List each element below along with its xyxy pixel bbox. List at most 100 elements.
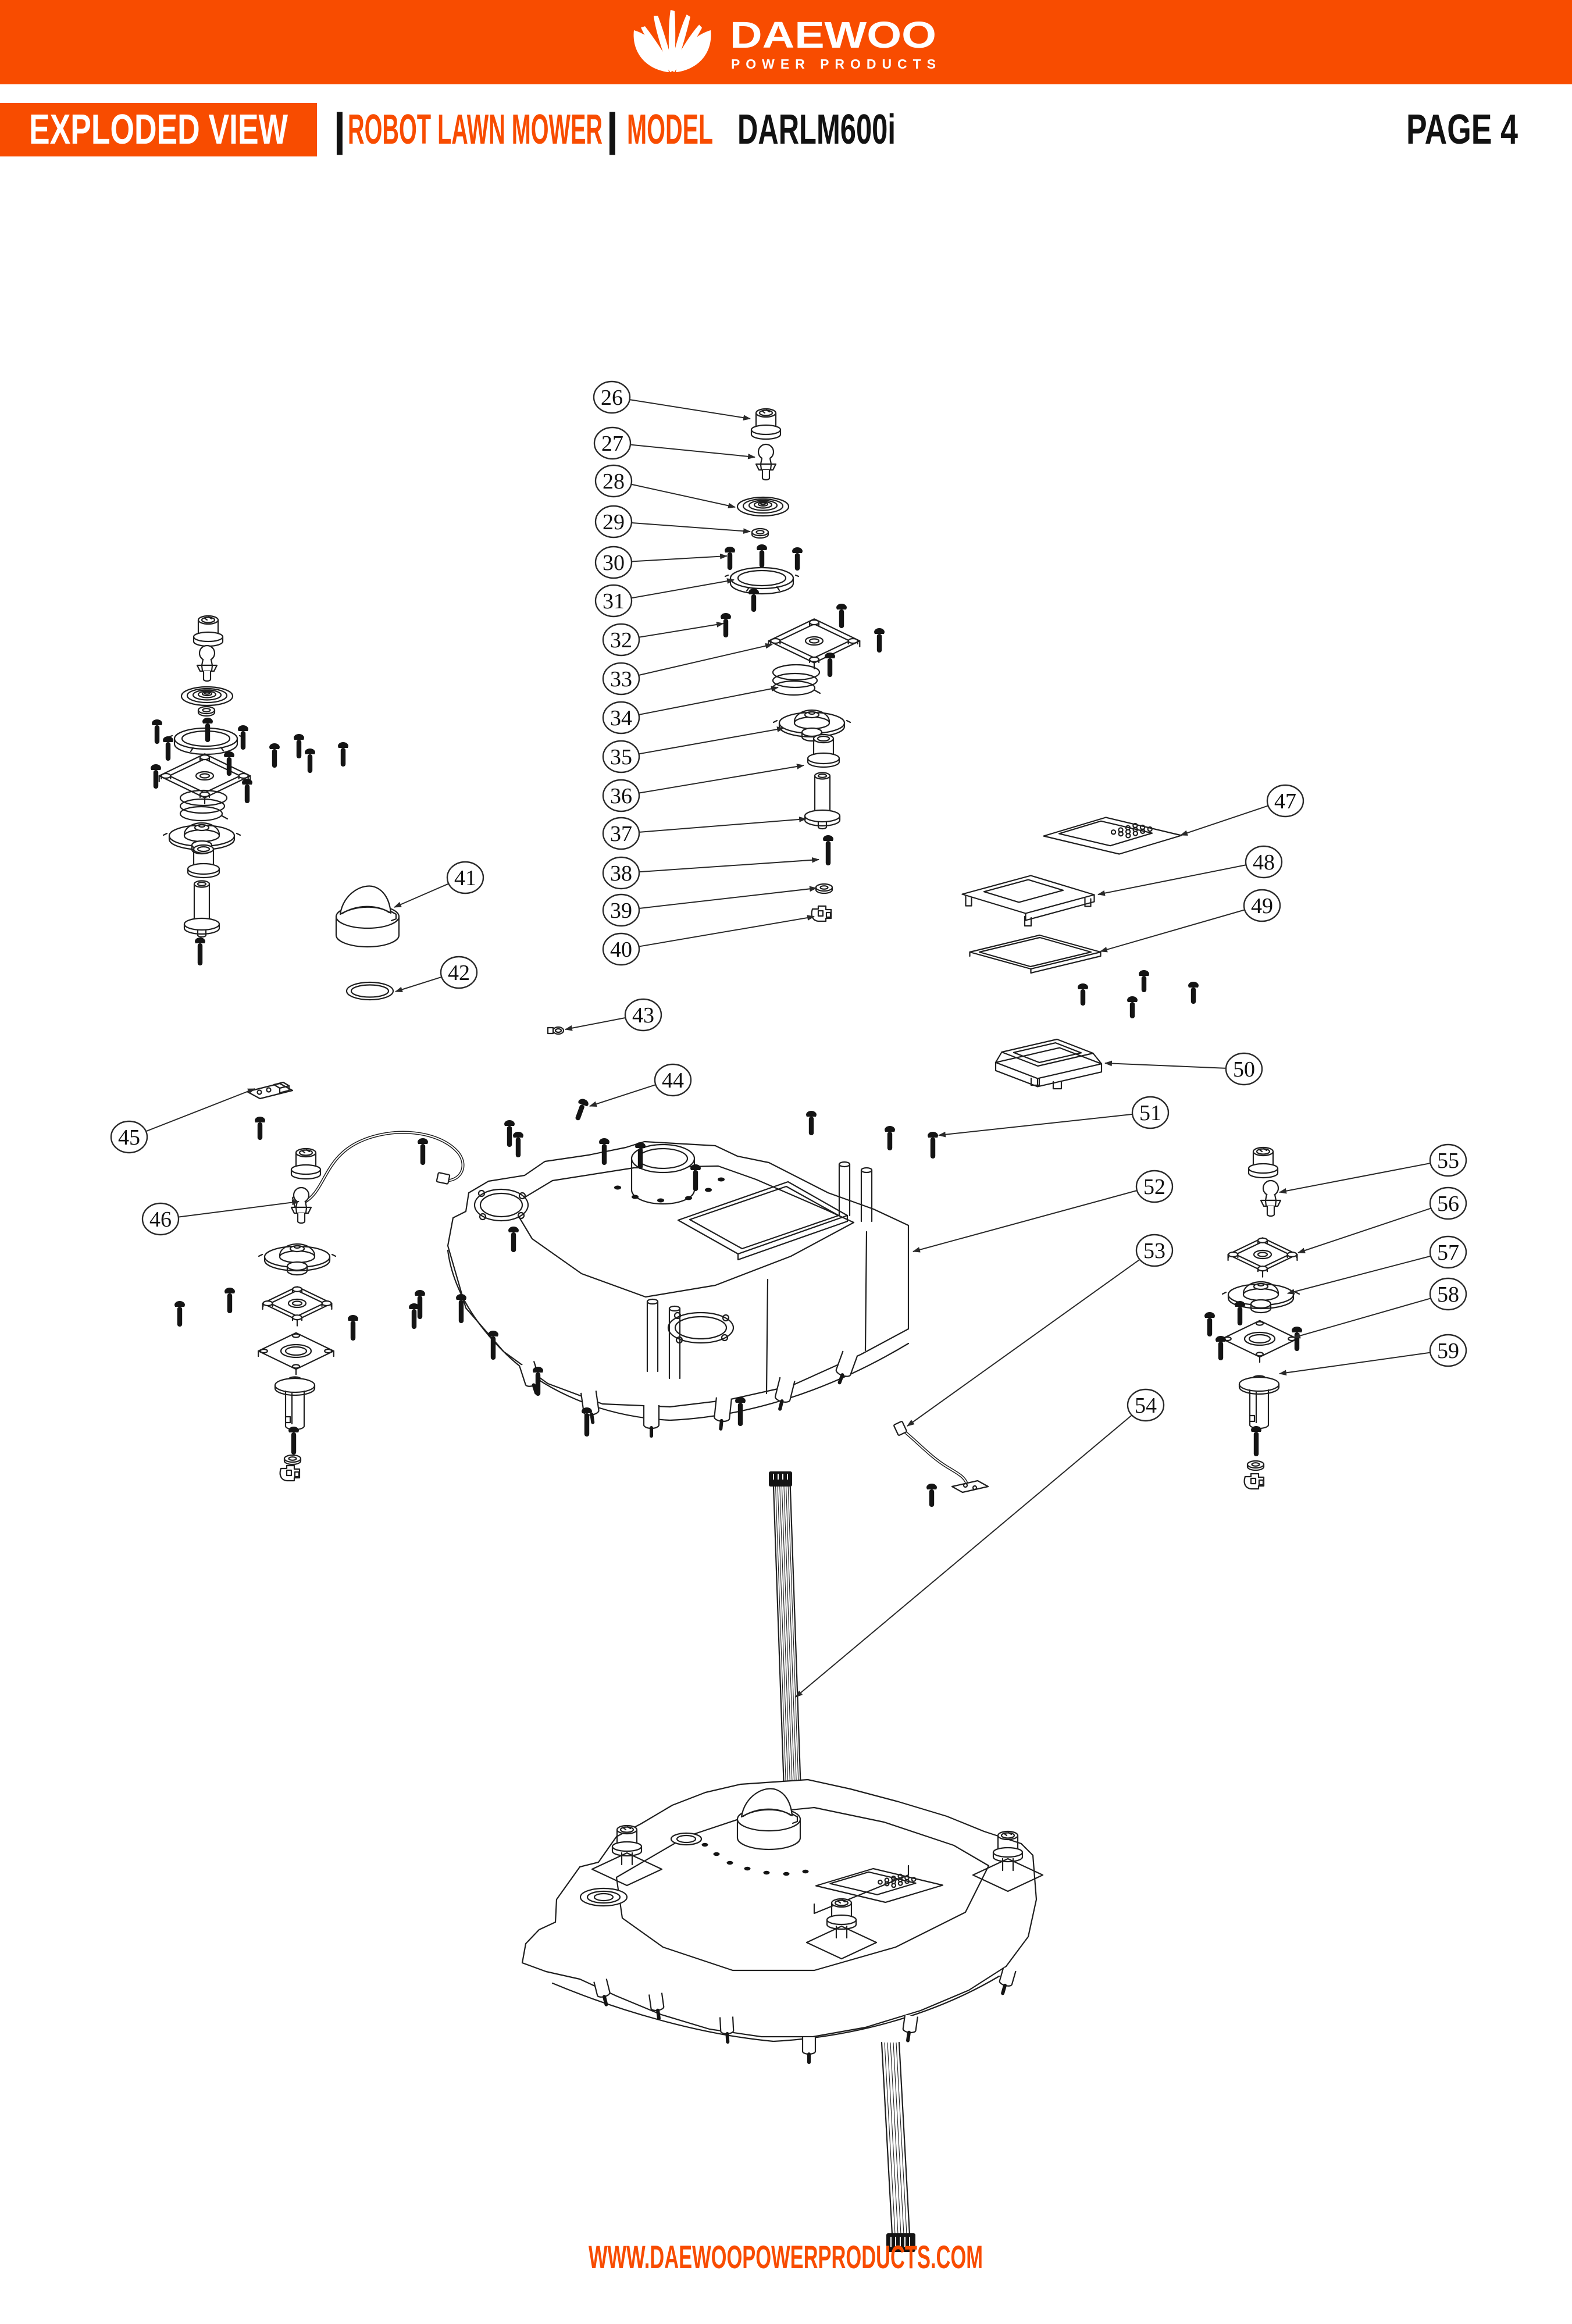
callout-42: 42	[394, 956, 478, 993]
leader-line	[638, 817, 807, 833]
part-screw	[163, 736, 173, 761]
leader-line	[1292, 1298, 1432, 1339]
daewoo-fan-icon	[633, 10, 711, 73]
leader-line	[907, 1259, 1141, 1427]
part-screw	[836, 604, 847, 628]
callout-number: 38	[610, 861, 632, 886]
part-washer	[751, 527, 769, 539]
callout-circle	[1225, 1052, 1263, 1086]
callout-45: 45	[110, 1088, 256, 1154]
part-screw	[513, 1132, 523, 1157]
callout-circle	[594, 584, 633, 618]
part-shaft	[183, 880, 220, 938]
leader-line	[564, 1017, 626, 1031]
callout-circle	[1243, 889, 1281, 922]
leader-line	[1286, 1255, 1432, 1295]
callout-number: 45	[118, 1125, 140, 1150]
callout-number: 27	[601, 432, 623, 456]
part-cap	[750, 408, 782, 440]
part-screw	[690, 1164, 701, 1191]
callout-circle	[1266, 784, 1304, 818]
part-plate	[158, 753, 251, 804]
part-screw	[806, 1111, 817, 1135]
callout-number: 42	[448, 961, 470, 985]
part-screw	[1215, 1336, 1226, 1360]
part-spring	[179, 789, 229, 822]
part-dia	[736, 496, 790, 517]
part-sqplate	[1221, 1320, 1298, 1363]
brand-tagline: POWER PRODUCTS	[731, 56, 936, 72]
part-flshaft	[274, 1376, 316, 1431]
part-bushing	[807, 733, 840, 768]
callout-48: 48	[1097, 845, 1283, 896]
part-cap	[290, 1147, 322, 1180]
part-washer	[815, 883, 833, 894]
callout-number: 59	[1437, 1339, 1459, 1363]
part-screw	[508, 1227, 519, 1252]
part-screw	[1204, 1312, 1215, 1336]
leader-line	[630, 553, 728, 562]
callout-43: 43	[564, 998, 662, 1032]
part-module	[994, 1038, 1103, 1090]
title-product: ROBOT LAWN MOWER	[348, 106, 603, 153]
callout-circle	[593, 426, 632, 460]
callout-number: 47	[1274, 789, 1296, 814]
part-plate	[262, 1286, 333, 1327]
part-ball	[755, 443, 777, 481]
callout-number: 57	[1437, 1241, 1459, 1265]
part-screw	[1078, 983, 1088, 1006]
part-screw	[1292, 1327, 1302, 1351]
callout-number: 33	[610, 667, 632, 692]
callout-41: 41	[394, 861, 484, 908]
header-band: DAEWOO POWER PRODUCTS	[0, 0, 1572, 84]
leader-line	[1278, 1352, 1431, 1376]
part-screw	[488, 1331, 498, 1360]
leader-line	[1297, 1207, 1432, 1253]
part-screw	[224, 1288, 235, 1313]
callout-number: 40	[610, 938, 632, 962]
callout-circle	[602, 817, 640, 850]
part-screw	[575, 1099, 589, 1121]
part-screw	[418, 1138, 428, 1165]
leader-line	[1097, 864, 1247, 896]
callout-number: 29	[603, 510, 625, 534]
callout-57: 57	[1286, 1235, 1467, 1295]
part-bushing	[187, 844, 220, 879]
callout-circle	[602, 779, 640, 812]
callout-circle	[1429, 1277, 1467, 1311]
title-bar: EXPLODED VIEW | ROBOT LAWN MOWER | MODEL…	[0, 103, 1572, 156]
callout-number: 39	[610, 899, 632, 923]
callout-47: 47	[1179, 784, 1304, 836]
part-sqplate	[258, 1332, 334, 1375]
callout-circle	[624, 998, 662, 1032]
part-knob	[335, 885, 400, 948]
part-screw	[504, 1120, 515, 1147]
title-model: DARLM600i	[737, 106, 896, 153]
part-screw	[456, 1294, 466, 1323]
callout-51: 51	[938, 1096, 1170, 1138]
part-screw	[242, 779, 252, 803]
part-wire53	[893, 1421, 989, 1494]
leader-line	[394, 883, 450, 908]
part-screw	[721, 613, 731, 637]
page-label: PAGE 4	[1406, 106, 1518, 153]
leader-line	[912, 1189, 1138, 1253]
callout-number: 53	[1143, 1239, 1165, 1263]
leader-line	[1179, 805, 1269, 836]
part-housing	[447, 1140, 910, 1438]
part-screw	[288, 1427, 299, 1455]
part-screw	[202, 718, 213, 742]
part-screw	[348, 1315, 358, 1341]
part-clip	[279, 1464, 301, 1482]
part-ribbon	[769, 1471, 806, 1805]
callout-40: 40	[602, 915, 815, 966]
callout-circle	[602, 740, 640, 774]
callout-circle	[1429, 1334, 1467, 1367]
callout-27: 27	[593, 426, 756, 460]
leader-line	[1278, 1162, 1431, 1194]
callout-circle	[1429, 1186, 1467, 1220]
callout-56: 56	[1297, 1186, 1467, 1253]
callout-50: 50	[1104, 1052, 1263, 1086]
callout-circle	[1429, 1235, 1467, 1269]
